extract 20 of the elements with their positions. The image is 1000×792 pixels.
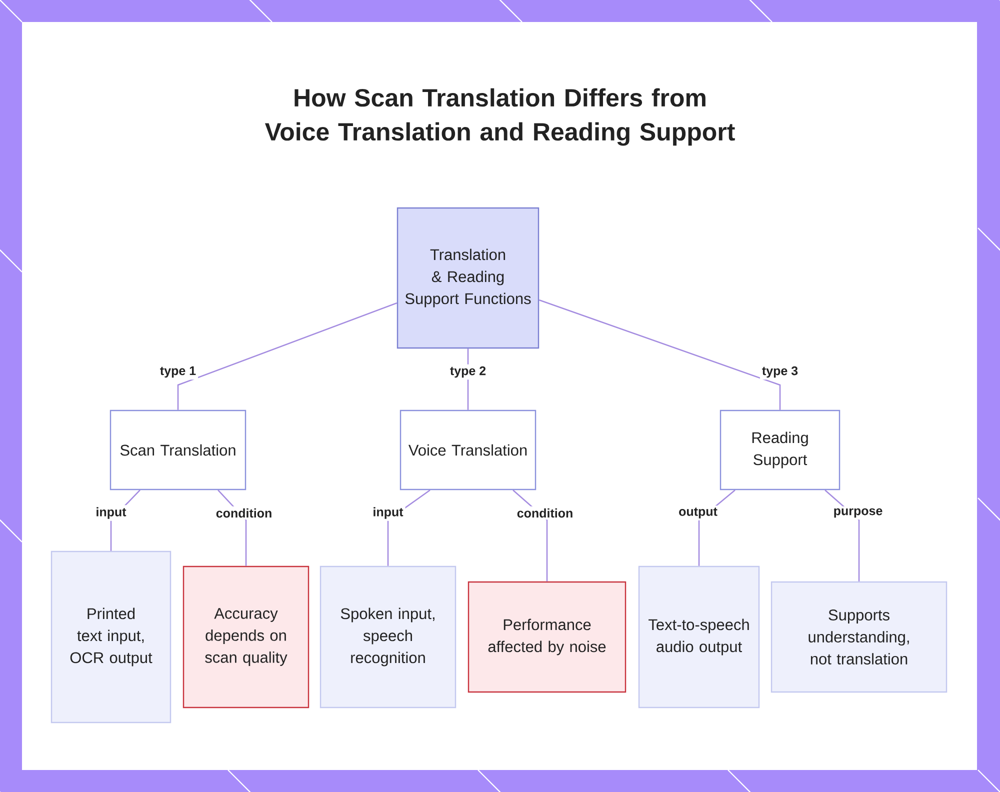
edge-label: purpose bbox=[831, 506, 885, 520]
type-box: Reading Support bbox=[720, 410, 840, 490]
detail-box: Accuracy depends on scan quality bbox=[182, 566, 310, 708]
detail-box: Spoken input, speech recognition bbox=[320, 566, 456, 708]
title: How Scan Translation Differs from Voice Translation and Reading Support bbox=[264, 88, 735, 146]
edge-label: condition bbox=[214, 506, 274, 520]
detail-box: Printed text input, OCR output bbox=[50, 550, 172, 724]
category-box: Translation & Reading Support Functions bbox=[396, 207, 540, 349]
detail-box: Performance affected by noise bbox=[468, 581, 626, 693]
edge-label: condition bbox=[514, 506, 576, 520]
edge-label: input bbox=[94, 505, 128, 521]
edge-label: type 3 bbox=[760, 364, 800, 380]
detail-box: Text-to-speech audio output bbox=[638, 566, 760, 708]
type-box: Voice Translation bbox=[400, 410, 536, 490]
edge-label: type 1 bbox=[158, 364, 198, 380]
edge-label: type 2 bbox=[448, 364, 488, 380]
edge-label: output bbox=[676, 506, 720, 520]
edge-label: input bbox=[370, 505, 406, 521]
type-box: Scan Translation bbox=[110, 410, 246, 490]
detail-box: Supports understanding, not translation bbox=[770, 581, 948, 693]
